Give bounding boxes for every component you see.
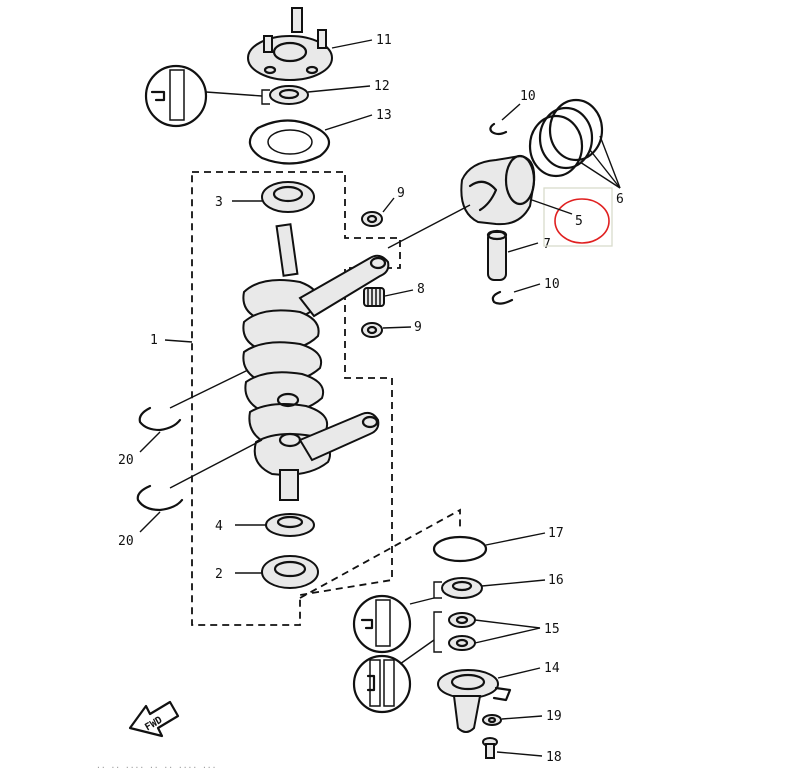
part-17-o-ring[interactable] bbox=[432, 535, 488, 563]
part-14-lower-housing[interactable] bbox=[437, 669, 512, 733]
label-14: 14 bbox=[544, 661, 560, 676]
label-10-lower: 10 bbox=[544, 277, 560, 292]
connecting-rod-upper[interactable] bbox=[298, 254, 390, 318]
label-13: 13 bbox=[376, 108, 392, 123]
label-17: 17 bbox=[548, 526, 564, 541]
part-piston[interactable] bbox=[460, 154, 536, 226]
label-20-upper: 20 bbox=[118, 453, 134, 468]
part-9-washer-lower[interactable] bbox=[361, 322, 383, 338]
part-20-circlip-upper[interactable] bbox=[138, 406, 182, 432]
label-12: 12 bbox=[374, 79, 390, 94]
label-2: 2 bbox=[215, 567, 223, 582]
part-10-clip-lower[interactable] bbox=[491, 290, 514, 305]
part-2-bearing[interactable] bbox=[261, 555, 319, 589]
label-6: 6 bbox=[616, 192, 624, 207]
label-5[interactable]: 5 bbox=[575, 214, 583, 229]
label-10-upper: 10 bbox=[520, 89, 536, 104]
part-7-piston-pin[interactable] bbox=[486, 229, 508, 281]
connecting-rod-lower[interactable] bbox=[298, 411, 380, 462]
label-4: 4 bbox=[215, 519, 223, 534]
part-6-piston-rings[interactable] bbox=[528, 98, 604, 178]
label-7: 7 bbox=[543, 237, 551, 252]
part-20-circlip-lower[interactable] bbox=[136, 484, 184, 512]
part-16-oil-seal[interactable] bbox=[441, 577, 483, 599]
diagram-caption: ·· ·· ···· ·· ·· ···· ··· bbox=[96, 763, 216, 772]
part-4-seal[interactable] bbox=[265, 513, 315, 537]
label-9-upper: 9 bbox=[397, 186, 405, 201]
part-15-seal-lower[interactable] bbox=[448, 635, 476, 651]
part-19-washer[interactable] bbox=[482, 714, 502, 726]
part-12-oil-seal[interactable] bbox=[269, 85, 309, 105]
seal-orientation-inset-upper-icon bbox=[352, 594, 412, 654]
part-9-washer-upper[interactable] bbox=[361, 211, 383, 227]
fwd-label: FWD bbox=[143, 715, 164, 734]
label-15: 15 bbox=[544, 622, 560, 637]
part-5-highlight-box bbox=[543, 187, 613, 247]
part-11-top-cover[interactable] bbox=[247, 7, 333, 81]
part-13-gasket[interactable] bbox=[248, 119, 331, 165]
label-20-lower: 20 bbox=[118, 534, 134, 549]
crankshaft-assembly-boundary bbox=[191, 171, 401, 626]
forward-direction-arrow-icon: FWD bbox=[128, 700, 180, 738]
part-3-bearing[interactable] bbox=[261, 181, 315, 213]
part-18-bolt[interactable] bbox=[482, 737, 498, 759]
part-8-needle-bearing[interactable] bbox=[363, 287, 385, 307]
part-1-crankshaft[interactable] bbox=[242, 223, 331, 501]
label-3: 3 bbox=[215, 195, 223, 210]
part-10-clip-upper[interactable] bbox=[489, 122, 508, 136]
label-1: 1 bbox=[150, 333, 158, 348]
label-8: 8 bbox=[417, 282, 425, 297]
seal-orientation-inset-icon bbox=[144, 64, 208, 128]
label-9-lower: 9 bbox=[414, 320, 422, 335]
label-11: 11 bbox=[376, 33, 392, 48]
seal-orientation-inset-lower-icon bbox=[352, 654, 412, 714]
label-19: 19 bbox=[546, 709, 562, 724]
label-18: 18 bbox=[546, 750, 562, 765]
lower-assembly-boundary bbox=[299, 508, 461, 599]
label-16: 16 bbox=[548, 573, 564, 588]
part-15-seal-upper[interactable] bbox=[448, 612, 476, 628]
